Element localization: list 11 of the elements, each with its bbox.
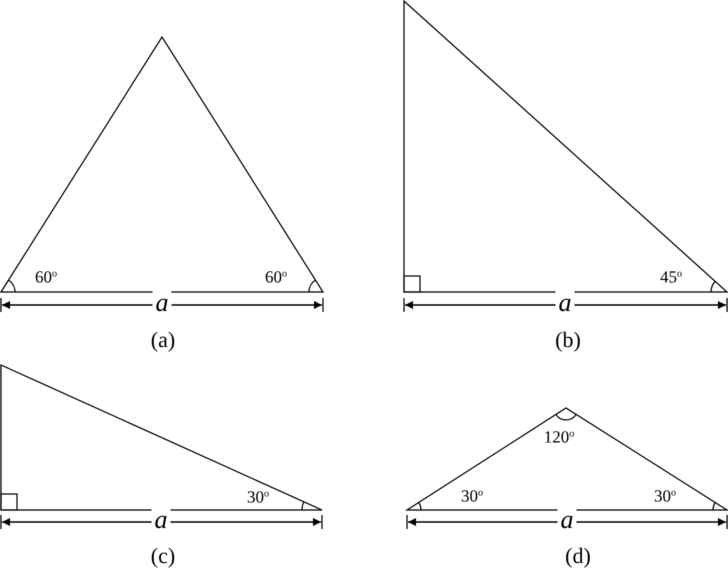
angle-label: 30$^{o}$ xyxy=(460,488,484,504)
angle-label: 45$^{o}$ xyxy=(658,268,684,286)
angle-label: 120$^{o}$ xyxy=(542,428,576,446)
panel-label: (d) xyxy=(564,545,592,567)
angle-label: 60$^{o}$ xyxy=(264,268,288,286)
panel-label: (b) xyxy=(554,329,582,351)
angle-label: 30$^{o}$ xyxy=(246,488,270,506)
panel-label: (c) xyxy=(150,545,176,567)
angle-label: 60$^{o}$ xyxy=(34,268,58,286)
angle-label: 30$^{o}$ xyxy=(652,488,678,504)
panel-label: (a) xyxy=(150,329,176,351)
